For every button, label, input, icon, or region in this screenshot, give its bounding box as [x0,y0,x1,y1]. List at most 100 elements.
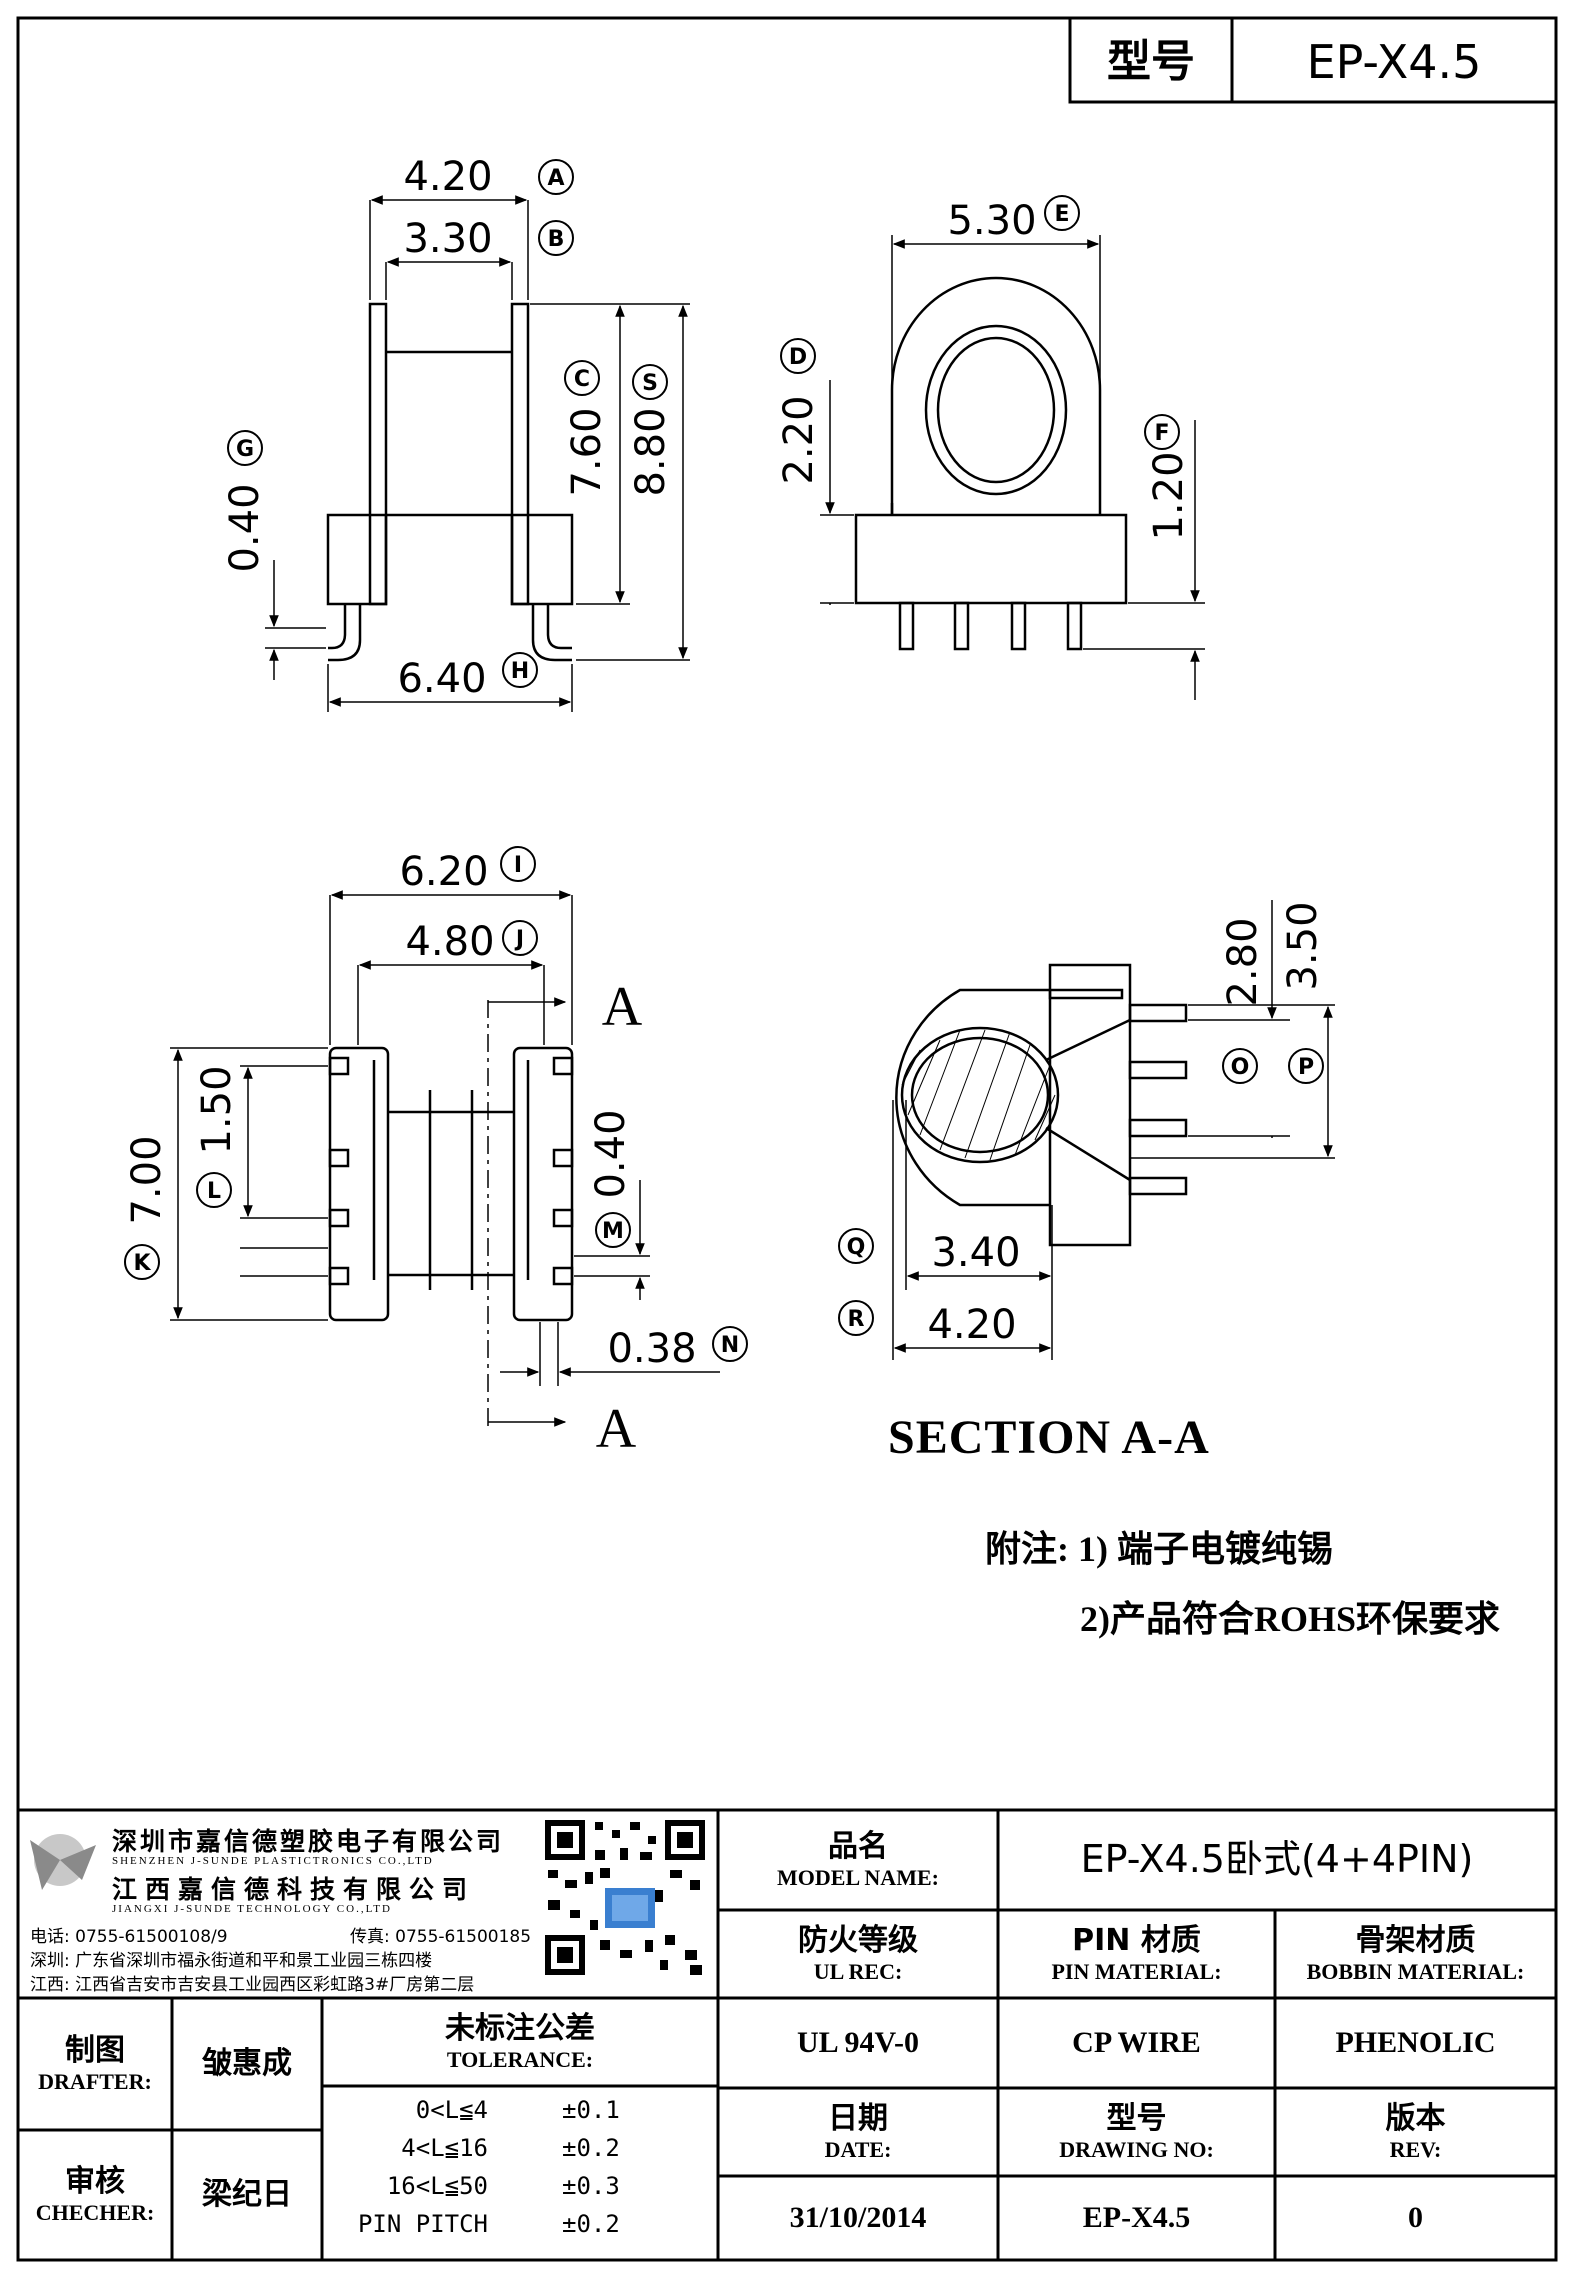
circle-label-a: A [547,166,564,191]
drafter-value: 皱惠成 [202,2045,292,2081]
tolerance-value: ±0.1 [562,2096,620,2124]
dim-k-value: 7.00 [124,1135,170,1224]
note-line-1: 附注: 1) 端子电镀纯锡 [985,1529,1333,1569]
tolerance-row: 16<L≦50 ±0.3 [322,2168,718,2206]
tolerance-label-en: TOLERANCE: [446,2046,594,2072]
checker-label: 审核 CHECHER: [18,2130,172,2260]
drawing-no-value: EP-X4.5 [1082,2200,1191,2234]
date-label-cn: 日期 [828,2101,888,2137]
circle-label-p: P [1298,1055,1314,1080]
checker-label-en: CHECHER: [35,2199,155,2225]
date-label-en: DATE: [824,2136,892,2162]
section-mark-top: A [602,976,643,1038]
section-title: SECTION A-A [888,1411,1210,1464]
tolerance-range: 4<L≦16 [401,2134,488,2162]
header-model-label: 型号 [1107,36,1195,87]
ul-rec-label: 防火等级 UL REC: [718,1910,998,1998]
circle-label-c: C [574,367,590,392]
tolerance-range: 16<L≦50 [386,2172,488,2200]
dim-f-value: 1.20 [1146,451,1192,540]
bobbin-material-label-en: BOBBIN MATERIAL: [1306,1958,1525,1984]
company-name-cn-1: 深圳市嘉信德塑胶电子有限公司 [112,1827,505,1856]
front-view [854,276,1128,651]
date-value: 31/10/2014 [789,2200,927,2234]
dim-m-value: 0.40 [588,1109,634,1198]
dim-e-value: 5.30 [947,198,1036,244]
pin-material-label-cn: PIN 材质 [1072,1923,1201,1959]
tolerance-row: PIN PITCH ±0.2 [322,2206,718,2244]
section-view-dim-lines [892,900,1335,1360]
bobbin-material-value: PHENOLIC [1335,2025,1496,2059]
sheet-border [16,16,1558,2262]
front-view-dim-lines [820,235,1205,700]
company-name-en-2: JIANGXI J-SUNDE TECHNOLOGY CO.,LTD [112,1903,392,1915]
ul-rec-label-en: UL REC: [813,1958,903,1984]
circle-label-r: R [848,1307,865,1332]
tolerance-label: 未标注公差 TOLERANCE: [322,1998,718,2086]
circle-label-d: D [789,345,807,370]
header-model-value: EP-X4.5 [1307,35,1482,89]
circle-label-g: G [236,437,254,462]
tolerance-row: 0<L≦4 ±0.1 [322,2092,718,2130]
title-block-grid [18,1808,1556,2260]
checker-value: 梁纪日 [202,2176,292,2212]
model-name-label-en: MODEL NAME: [777,1864,939,1890]
pin-material-label: PIN 材质 PIN MATERIAL: [998,1910,1275,1998]
tolerance-value: ±0.2 [562,2210,620,2238]
circle-label-f: F [1154,421,1169,446]
section-view [895,963,1188,1247]
top-view [328,1046,574,1322]
header-box [1068,16,1558,104]
dim-h-value: 6.40 [397,656,486,702]
dim-a-value: 4.20 [403,154,492,200]
dim-d-value: 2.20 [776,395,822,484]
circle-label-l: L [207,1179,221,1204]
section-hatch [901,1029,1056,1161]
company-address-jx: 江西: 江西省吉安市吉安县工业园西区彩虹路3#厂房第二层 [30,1975,475,1995]
circle-label-q: Q [847,1235,866,1260]
checker-label-cn: 审核 [65,2164,125,2200]
company-name-cn-2: 江西嘉信德科技有限公司 [112,1875,476,1904]
drafter-label: 制图 DRAFTER: [18,1998,172,2130]
dim-g-value: 0.40 [222,483,268,572]
rev-label-en: REV: [1389,2136,1442,2162]
dim-l-value: 1.50 [194,1065,240,1154]
ul-rec-value: UL 94V-0 [797,2025,919,2059]
tolerance-table: 0<L≦4 ±0.1 4<L≦16 ±0.2 16<L≦50 ±0.3 PIN … [322,2092,718,2256]
circle-label-b: B [548,227,565,252]
qr-code [545,1820,705,1975]
circle-label-j: J [514,927,524,952]
section-mark-bottom: A [596,1398,637,1460]
tolerance-label-cn: 未标注公差 [445,2011,595,2047]
circle-label-s: S [642,371,658,396]
rev-label: 版本 REV: [1275,2088,1556,2176]
circle-label-m: M [602,1219,624,1244]
drawing-no-label-en: DRAWING NO: [1059,2136,1214,2162]
bobbin-material-label: 骨架材质 BOBBIN MATERIAL: [1275,1910,1556,1998]
circle-label-i: I [514,853,522,878]
pin-material-label-en: PIN MATERIAL: [1051,1958,1222,1984]
company-address-sz: 深圳: 广东省深圳市福永街道和平和景工业园三栋四楼 [30,1951,433,1971]
dim-c-value: 7.60 [564,407,610,496]
circle-label-n: N [721,1333,739,1358]
drafter-label-cn: 制图 [65,2033,125,2069]
section-arrows [488,997,567,1427]
circle-label-h: H [511,659,529,684]
note-line-2: 2)产品符合ROHS环保要求 [1080,1599,1501,1639]
tolerance-value: ±0.3 [562,2172,620,2200]
ul-rec-label-cn: 防火等级 [798,1923,918,1959]
circle-label-e: E [1054,202,1069,227]
company-name-en-1: SHENZHEN J-SUNDE PLASTICTRONICS CO.,LTD [112,1855,434,1867]
drawing-no-label-cn: 型号 [1106,2101,1167,2137]
dim-s-value: 8.80 [628,407,674,496]
model-name-label: 品名 MODEL NAME: [718,1810,998,1910]
bobbin-material-label-cn: 骨架材质 [1355,1923,1476,1959]
date-label: 日期 DATE: [718,2088,998,2176]
company-phone: 电话: 0755-61500108/9 [30,1927,228,1947]
dim-r-value: 4.20 [927,1302,1016,1348]
tolerance-row: 4<L≦16 ±0.2 [322,2130,718,2168]
dim-q-value: 3.40 [931,1230,1020,1276]
dim-n-value: 0.38 [607,1326,696,1372]
circle-label-o: O [1231,1055,1250,1080]
